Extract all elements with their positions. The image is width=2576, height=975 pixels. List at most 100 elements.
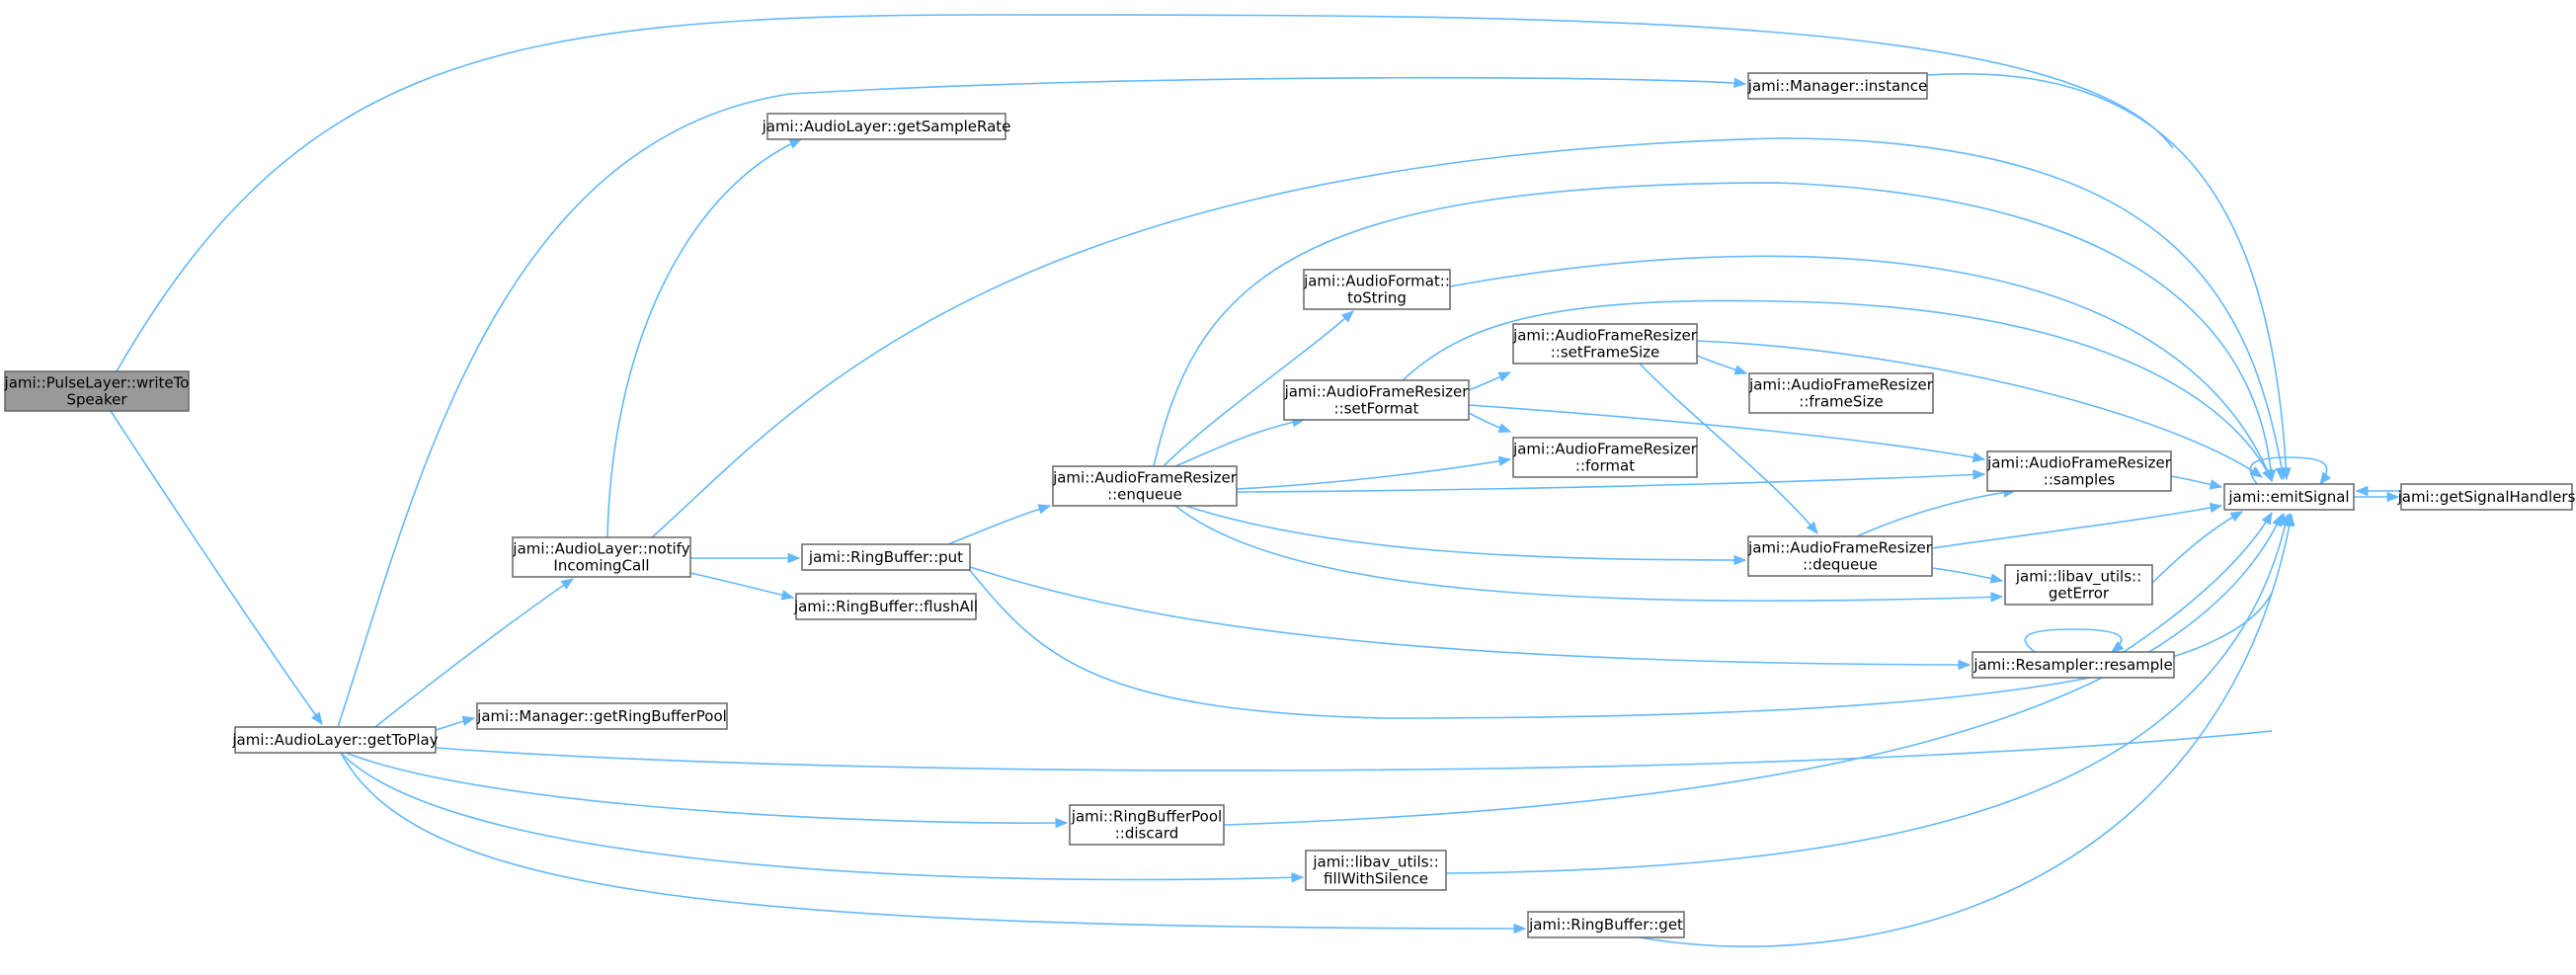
arrowhead: [2276, 466, 2288, 481]
node-box: [1052, 465, 1238, 507]
node-enqueue[interactable]: jami::AudioFrameResizer::enqueue: [1052, 465, 1238, 507]
arrowhead: [2209, 479, 2223, 490]
edge-line: [947, 505, 1051, 545]
node-label: jami::AudioFrameResizer: [1052, 469, 1238, 487]
edge-line: [1174, 505, 2003, 603]
node-frameSize[interactable]: jami::AudioFrameResizer::frameSize: [1748, 372, 1934, 414]
node-box: [2004, 564, 2153, 606]
node-samples[interactable]: jami::AudioFrameResizer::samples: [1986, 450, 2172, 492]
node-label: jami::emitSignal: [2227, 488, 2349, 506]
arrowhead: [1340, 310, 1354, 323]
edge-line: [1931, 505, 2222, 549]
node-discard[interactable]: jami::RingBufferPool::discard: [1069, 804, 1225, 846]
node-getRingBufferPool[interactable]: jami::Manager::getRingBufferPool: [476, 702, 728, 730]
edge-rbPut-to-resample: [957, 562, 1972, 671]
edge-rbPut-to-enqueue: [947, 504, 1052, 545]
edge-line: [1639, 363, 1818, 534]
arrowhead: [1972, 469, 1986, 480]
node-box: [1512, 437, 1698, 478]
node-label: jami::Manager::instance: [1747, 77, 1927, 95]
edge-getSignalHandlers-to-emitSignal: [2355, 485, 2401, 497]
arrowhead: [461, 715, 476, 726]
arrowhead: [2209, 502, 2223, 514]
arrowhead: [1291, 872, 1305, 883]
node-label: ::samples: [2044, 471, 2116, 489]
edge-line: [651, 137, 2285, 538]
edge-notifyIncomingCall-to-emitSignal: [651, 137, 2288, 538]
arrowhead: [2110, 640, 2125, 653]
arrowhead: [1806, 521, 1818, 535]
node-label: jami::getSignalHandlers: [2397, 488, 2576, 506]
edge-enqueue-to-getError: [1174, 505, 2004, 603]
arrowhead: [1497, 455, 1512, 467]
arrowhead: [1037, 504, 1052, 515]
edge-setFrameSize-to-emitSignal: [1696, 340, 2264, 478]
node-label: jami::AudioFrameResizer: [1284, 383, 1470, 401]
node-fillWithSilence[interactable]: jami::libav_utils::fillWithSilence: [1305, 850, 1447, 891]
edge-setFormat-to-format: [1468, 412, 1512, 434]
node-label: getError: [2049, 585, 2110, 603]
arrowhead: [2319, 471, 2332, 486]
node-label: jami::libav_utils::: [1312, 853, 1438, 872]
node-toString[interactable]: jami::AudioFormat::toString: [1303, 269, 1451, 310]
arrowhead: [1733, 554, 1747, 566]
node-box: [1748, 372, 1934, 414]
edge-line: [2024, 628, 2123, 653]
node-label: ::setFormat: [1334, 400, 1419, 418]
node-box: [4, 370, 190, 412]
node-rbPut[interactable]: jami::RingBuffer::put: [801, 543, 971, 571]
node-box: [1069, 804, 1225, 846]
node-rbGet[interactable]: jami::RingBuffer::get: [1527, 911, 1685, 938]
edge-line: [1163, 310, 1354, 467]
edge-notifyIncomingCall-to-rbPut: [689, 552, 801, 564]
edge-line: [435, 730, 2273, 772]
edge-writeToSpeaker-to-emitSignal: [116, 14, 2286, 481]
edge-setFrameSize-to-frameSize: [1696, 355, 1748, 375]
node-box: [801, 543, 971, 571]
edge-line: [957, 562, 1971, 666]
node-getSignalHandlers[interactable]: jami::getSignalHandlers: [2397, 483, 2576, 511]
edge-setFormat-to-samples: [1468, 404, 1986, 463]
node-label: jami::AudioFrameResizer: [1512, 327, 1698, 345]
edge-line: [1153, 182, 2273, 482]
edge-line: [2151, 511, 2243, 584]
edge-line: [1223, 514, 2283, 826]
edge-discard-to-emitSignal: [1223, 513, 2283, 826]
edge-enqueue-to-emitSignal: [1153, 182, 2277, 483]
node-box: [1305, 850, 1447, 891]
arrowhead: [1958, 659, 1972, 671]
node-label: jami::Manager::getRingBufferPool: [476, 707, 727, 725]
node-setFormat[interactable]: jami::AudioFrameResizer::setFormat: [1283, 379, 1470, 421]
node-getToPlay[interactable]: jami::AudioLayer::getToPlay: [231, 726, 439, 754]
node-label: jami::RingBufferPool: [1071, 808, 1222, 826]
node-box: [766, 113, 1006, 140]
arrowhead: [788, 138, 803, 149]
node-setFrameSize[interactable]: jami::AudioFrameResizer::setFrameSize: [1512, 323, 1698, 365]
edge-writeToSpeaker-to-getToPlay: [110, 410, 323, 726]
node-getError[interactable]: jami::libav_utils::getError: [2004, 564, 2153, 606]
node-resample[interactable]: jami::Resampler::resample: [1972, 651, 2175, 679]
node-managerInstance[interactable]: jami::Manager::instance: [1747, 72, 1928, 100]
edge-rbPut-to-emitSignal: [967, 512, 2288, 719]
arrowhead: [1497, 371, 1512, 382]
node-label: jami::RingBuffer::flushAll: [793, 598, 978, 615]
arrowhead: [787, 552, 801, 564]
node-label: jami::AudioFrameResizer: [1748, 376, 1934, 394]
edge-setFormat-to-emitSignal: [1402, 299, 2273, 483]
node-dequeue[interactable]: jami::AudioFrameResizer::dequeue: [1747, 535, 1933, 577]
edge-resample-to-emitSignal: [2123, 511, 2273, 653]
node-label: jami::AudioLayer::getSampleRate: [762, 118, 1011, 135]
edge-setFrameSize-to-dequeue: [1639, 363, 1818, 535]
node-getSampleRate[interactable]: jami::AudioLayer::getSampleRate: [762, 113, 1011, 140]
arrowhead: [1497, 423, 1512, 434]
edge-line: [1236, 458, 1511, 490]
node-label: jami::libav_utils::: [2015, 568, 2141, 587]
edge-line: [606, 138, 802, 538]
node-flushAll[interactable]: jami::RingBuffer::flushAll: [793, 593, 978, 620]
arrowhead: [1990, 592, 2004, 603]
node-format[interactable]: jami::AudioFrameResizer::format: [1512, 437, 1698, 478]
node-emitSignal[interactable]: jami::emitSignal: [2223, 483, 2355, 511]
